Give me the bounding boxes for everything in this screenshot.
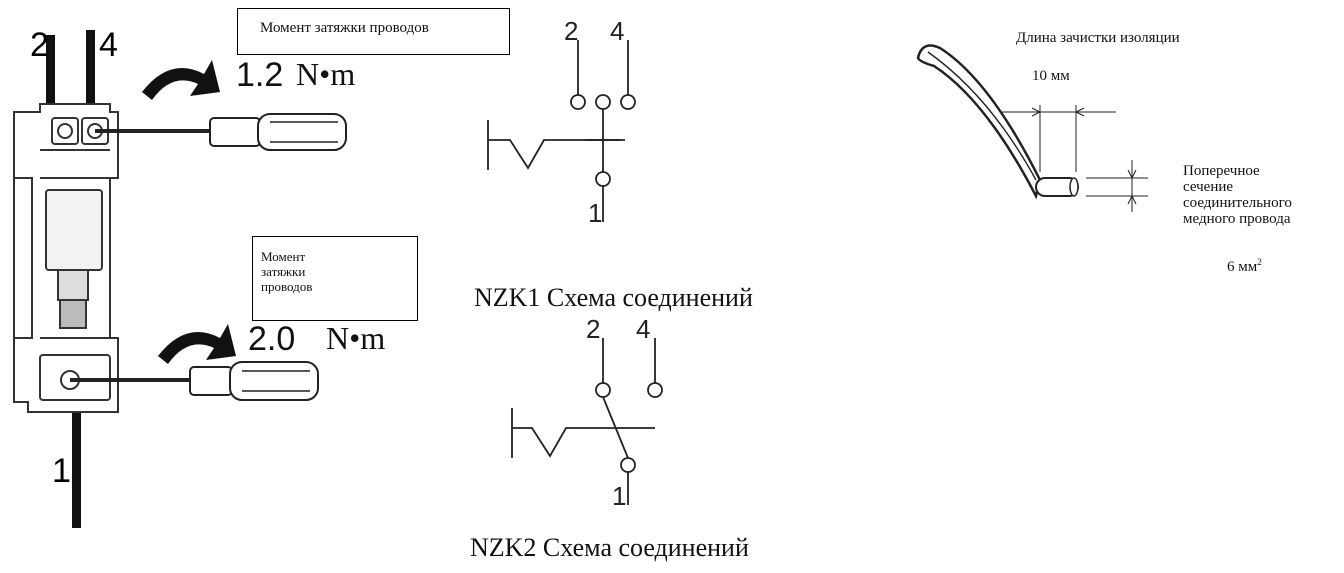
torque-label-box-top: Момент затяжки проводов (237, 8, 510, 55)
cross-section-number: 6 мм (1227, 259, 1258, 275)
wire-4 (86, 30, 95, 115)
wire-1 (72, 410, 81, 528)
cross-section-value: 6 мм2 (1227, 257, 1262, 276)
nzk2-label-2: 2 (586, 314, 600, 344)
nzk2-label-4: 4 (636, 314, 650, 344)
torque-value-bottom: 2.0 (248, 320, 296, 358)
wire-2 (46, 35, 55, 115)
torque-label-top: Момент затяжки проводов (260, 20, 429, 36)
nzk1-caption: NZK1 Схема соединений (474, 283, 753, 312)
torque-label-bottom-line-3: проводов (261, 279, 313, 294)
torque-unit-top: N•m (296, 56, 356, 92)
strip-length-title: Длина зачистки изоляции (1016, 30, 1180, 46)
torque-label-bottom-line-1: Момент (261, 249, 306, 264)
nzk1-label-2: 2 (564, 16, 578, 46)
cross-section-line-1: Поперечное (1183, 163, 1260, 179)
rotate-arrow-top-icon (142, 60, 220, 100)
rotate-arrow-bottom-icon (158, 324, 236, 364)
torque-label-box-bottom: Момент затяжки проводов (252, 236, 418, 321)
cross-section-line-3: соединительного (1183, 195, 1292, 211)
nzk2-label-1: 1 (612, 481, 626, 511)
breaker-label-1: 1 (52, 452, 71, 490)
nzk2-schematic (511, 338, 663, 505)
nzk1-schematic (487, 40, 636, 222)
cross-section-line-4: медного провода (1183, 211, 1291, 227)
cross-section-line-2: сечение (1183, 179, 1234, 195)
torque-unit-bottom: N•m (326, 320, 386, 356)
screwdriver-top (95, 113, 347, 151)
cross-section-label: Поперечное сечение соединительного медно… (1183, 163, 1343, 227)
strip-length-value: 10 мм (1032, 68, 1070, 84)
torque-label-bottom-line-2: затяжки (261, 264, 306, 279)
nzk1-label-1: 1 (588, 198, 602, 228)
breaker-label-2: 2 (30, 26, 49, 64)
torque-value-top: 1.2 (236, 56, 284, 94)
screwdriver-bottom (70, 361, 319, 401)
stripped-wire (916, 44, 1148, 212)
circuit-breaker (13, 103, 119, 413)
cross-section-sup: 2 (1257, 257, 1262, 267)
breaker-label-4: 4 (99, 26, 118, 64)
nzk1-label-4: 4 (610, 16, 624, 46)
nzk2-caption: NZK2 Схема соединений (470, 533, 749, 562)
